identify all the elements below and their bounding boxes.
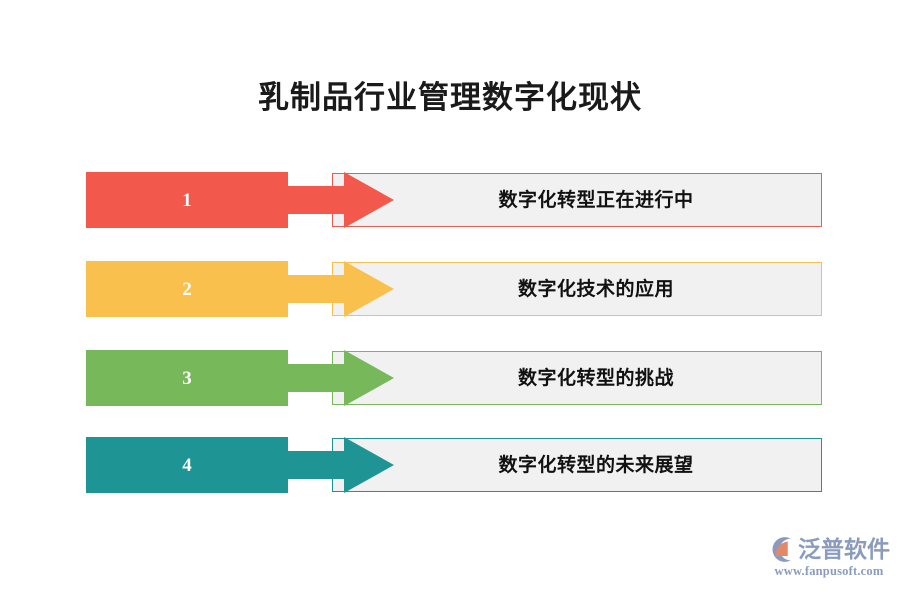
process-step-row: 2 数字化技术的应用 <box>86 261 822 317</box>
step-number-label: 1 <box>182 189 192 211</box>
fanpu-logo-icon <box>772 536 791 562</box>
step-number-label: 4 <box>182 454 192 476</box>
process-step-row: 4 数字化转型的未来展望 <box>86 437 822 493</box>
brand-logo: 泛普软件 www.fanpusoft.com <box>766 534 892 580</box>
brand-logo-row: 泛普软件 <box>766 534 892 564</box>
step-text-label: 数字化转型正在进行中 <box>498 189 694 211</box>
process-step-row: 3 数字化转型的挑战 <box>86 350 822 406</box>
step-text-label: 数字化转型的未来展望 <box>498 454 694 476</box>
brand-name: 泛普软件 <box>798 535 890 562</box>
process-step-row: 1 数字化转型正在进行中 <box>86 172 822 228</box>
step-text-box[interactable]: 数字化技术的应用 <box>332 262 822 316</box>
step-text-box[interactable]: 数字化转型的挑战 <box>332 351 822 405</box>
brand-url: www.fanpusoft.com <box>774 564 884 578</box>
step-number-label: 3 <box>182 367 192 389</box>
step-text-box[interactable]: 数字化转型的未来展望 <box>332 438 822 492</box>
step-number-box[interactable]: 1 <box>86 172 288 228</box>
step-number-box[interactable]: 4 <box>86 437 288 493</box>
step-text-box[interactable]: 数字化转型正在进行中 <box>332 173 822 227</box>
step-number-box[interactable]: 3 <box>86 350 288 406</box>
page-title: 乳制品行业管理数字化现状 <box>258 80 642 115</box>
step-text-label: 数字化转型的挑战 <box>517 367 674 389</box>
step-number-label: 2 <box>182 278 192 300</box>
step-number-box[interactable]: 2 <box>86 261 288 317</box>
step-text-label: 数字化技术的应用 <box>517 278 674 300</box>
